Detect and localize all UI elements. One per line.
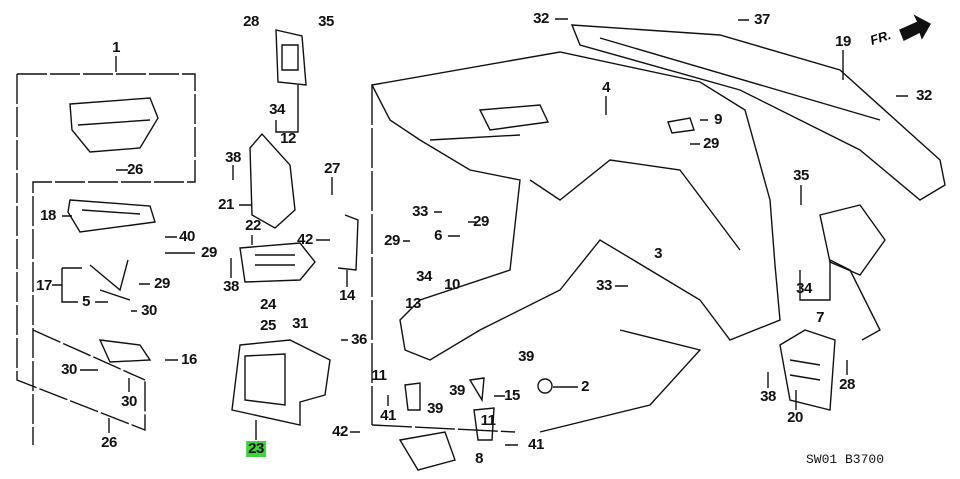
- part-label-8[interactable]: 8: [475, 450, 483, 467]
- part-label-1[interactable]: 1: [112, 39, 120, 56]
- part-16-bracket: [98, 339, 152, 363]
- part-label-18[interactable]: 18: [40, 207, 56, 224]
- part-label-36[interactable]: 36: [351, 331, 367, 348]
- part-label-33[interactable]: 33: [412, 203, 428, 220]
- part-label-16[interactable]: 16: [181, 351, 197, 368]
- part-17-bracket: [89, 259, 131, 301]
- part-label-35[interactable]: 35: [793, 167, 809, 184]
- part-label-19[interactable]: 19: [835, 33, 851, 50]
- part-14-bracket: [337, 214, 359, 271]
- part-21-vent: [249, 132, 296, 229]
- part-label-22[interactable]: 22: [245, 217, 261, 234]
- group-12-bracket: [275, 85, 299, 133]
- part-label-40[interactable]: 40: [179, 228, 195, 245]
- part-label-25[interactable]: 25: [260, 317, 276, 334]
- part-label-24[interactable]: 24: [260, 296, 276, 313]
- part-label-34[interactable]: 34: [416, 268, 432, 285]
- leader-lines: [539, 329, 702, 433]
- part-label-15[interactable]: 15: [504, 387, 520, 404]
- part-label-35[interactable]: 35: [318, 13, 334, 30]
- part-label-41[interactable]: 41: [528, 436, 544, 453]
- group-17-bracket: [52, 267, 82, 303]
- part-label-23[interactable]: 23: [246, 440, 266, 457]
- small-brackets: [404, 377, 495, 441]
- part-label-38[interactable]: 38: [225, 149, 241, 166]
- part-label-38[interactable]: 38: [223, 278, 239, 295]
- part-label-17[interactable]: 17: [36, 277, 52, 294]
- part-label-12[interactable]: 12: [280, 130, 296, 147]
- part-label-29[interactable]: 29: [201, 244, 217, 261]
- part-label-34[interactable]: 34: [796, 280, 812, 297]
- part-label-3[interactable]: 3: [654, 245, 662, 262]
- part-8-bracket: [398, 431, 456, 471]
- dashboard-details: [429, 104, 741, 251]
- part-20-vent: [779, 329, 836, 411]
- part-label-32[interactable]: 32: [916, 87, 932, 104]
- part-label-29[interactable]: 29: [703, 135, 719, 152]
- part-label-37[interactable]: 37: [754, 11, 770, 28]
- group-7-bracket: [799, 258, 881, 341]
- part-label-13[interactable]: 13: [405, 295, 421, 312]
- part-label-29[interactable]: 29: [473, 213, 489, 230]
- part-label-26[interactable]: 26: [127, 161, 143, 178]
- part-label-9[interactable]: 9: [714, 111, 722, 128]
- part-label-38[interactable]: 38: [760, 388, 776, 405]
- part-label-33[interactable]: 33: [596, 277, 612, 294]
- part-label-42[interactable]: 42: [297, 231, 313, 248]
- diagram-code: SW01 B3700: [806, 452, 885, 467]
- front-arrow-icon: [899, 14, 931, 41]
- part-label-11[interactable]: 11: [480, 412, 496, 429]
- part-label-11[interactable]: 11: [371, 367, 387, 384]
- part-label-26[interactable]: 26: [101, 434, 117, 451]
- part-label-2[interactable]: 2: [581, 378, 589, 395]
- part-label-6[interactable]: 6: [434, 227, 442, 244]
- dashboard-panel: [370, 51, 781, 361]
- part-label-21[interactable]: 21: [218, 196, 234, 213]
- part-7-bracket: [819, 204, 886, 276]
- part-18-frame: [67, 199, 156, 233]
- part-label-29[interactable]: 29: [384, 232, 400, 249]
- part-label-39[interactable]: 39: [449, 382, 465, 399]
- part-label-39[interactable]: 39: [427, 400, 443, 417]
- group-1-bracket: [16, 56, 196, 445]
- part-label-30[interactable]: 30: [121, 393, 137, 410]
- part-label-28[interactable]: 28: [839, 376, 855, 393]
- part-label-32[interactable]: 32: [533, 10, 549, 27]
- part-label-41[interactable]: 41: [380, 407, 396, 424]
- part-label-30[interactable]: 30: [141, 302, 157, 319]
- part-label-39[interactable]: 39: [518, 348, 534, 365]
- part-label-29[interactable]: 29: [154, 275, 170, 292]
- airbag-module: [69, 97, 159, 153]
- part-label-42[interactable]: 42: [332, 423, 348, 440]
- part-label-10[interactable]: 10: [444, 276, 460, 293]
- part-2-grommet: [537, 378, 553, 394]
- part-label-14[interactable]: 14: [339, 287, 355, 304]
- part-label-31[interactable]: 31: [292, 315, 308, 332]
- part-label-28[interactable]: 28: [243, 13, 259, 30]
- leader-lines: [62, 18, 908, 446]
- part-label-4[interactable]: 4: [602, 79, 610, 96]
- part-label-30[interactable]: 30: [61, 361, 77, 378]
- part-22-vent: [239, 242, 316, 283]
- part-23-console-panel: [231, 339, 331, 426]
- part-label-27[interactable]: 27: [324, 160, 340, 177]
- part-19-trim: [570, 24, 946, 201]
- part-9-clip: [667, 117, 695, 134]
- part-label-7[interactable]: 7: [816, 309, 824, 326]
- part-label-5[interactable]: 5: [82, 293, 90, 310]
- part-12-bracket: [275, 29, 307, 86]
- part-label-20[interactable]: 20: [787, 409, 803, 426]
- part-label-34[interactable]: 34: [269, 101, 285, 118]
